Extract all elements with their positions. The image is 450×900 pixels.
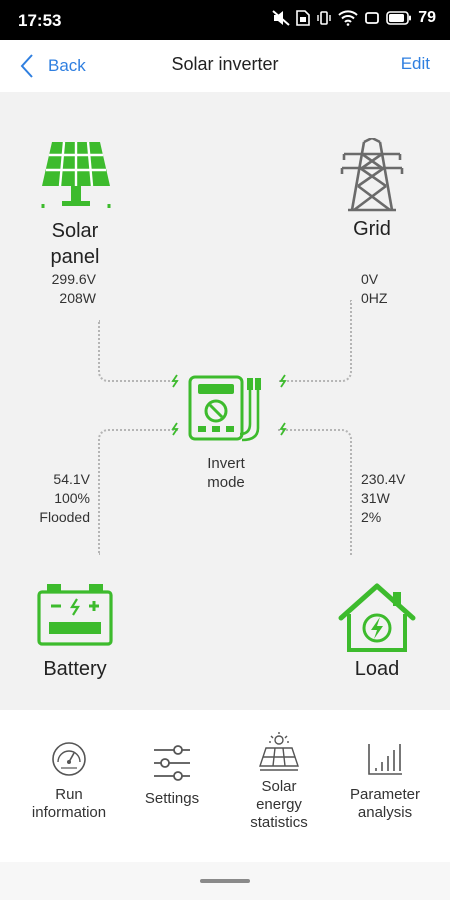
wifi-icon <box>338 10 358 26</box>
grid-frequency: 0HZ <box>361 290 388 306</box>
solar-voltage: 299.6V <box>51 271 96 287</box>
back-label: Back <box>48 56 86 75</box>
nav-param-line2: analysis <box>357 804 413 821</box>
status-icons: 79 <box>272 9 436 27</box>
sliders-icon <box>154 745 190 781</box>
nav-settings[interactable]: Settings <box>117 740 227 808</box>
battery-icon <box>386 11 412 25</box>
multimeter-icon <box>188 375 261 442</box>
grid-connector <box>278 300 352 382</box>
grid-flow-arrow-icon <box>279 374 287 388</box>
home-indicator[interactable] <box>200 879 250 883</box>
grid-voltage: 0V <box>361 271 379 287</box>
gauge-icon <box>52 742 86 776</box>
solar-panel-stats-icon <box>259 732 299 771</box>
nav-solar-stats-label: Solar energy statistics <box>224 778 334 832</box>
load-node[interactable]: Load <box>332 582 422 688</box>
load-connector <box>278 429 352 555</box>
grid-readings: 0V 0HZ <box>361 270 421 308</box>
chevron-left-icon <box>20 54 33 78</box>
nav-solar-line3: statistics <box>250 814 308 831</box>
solar-panel-node[interactable]: Solar panel <box>36 138 114 318</box>
battery-level: 79 <box>418 9 436 26</box>
back-button[interactable]: Back <box>20 48 86 84</box>
grid-label: Grid <box>353 218 391 240</box>
nav-param-line1: Parameter <box>349 786 421 803</box>
nav-parameter-analysis[interactable]: Parameter analysis <box>330 740 440 822</box>
load-voltage: 230.4V <box>361 471 406 487</box>
edit-button[interactable]: Edit <box>400 54 430 73</box>
battery-icon <box>37 584 113 646</box>
battery-flow-arrow-icon <box>171 422 179 436</box>
solar-label-line1: Solar <box>51 220 99 242</box>
load-label: Load <box>354 658 400 680</box>
mute-icon <box>272 10 290 26</box>
house-lightning-icon <box>338 583 416 652</box>
battery-connector <box>98 429 178 555</box>
load-flow-arrow-icon <box>279 422 287 436</box>
nav-run-information-label: Run information <box>14 786 124 822</box>
nav-solar-line1: Solar <box>261 778 297 795</box>
inverter-mode-line1: Invert <box>207 455 245 472</box>
inverter-mode-label: Invert mode <box>186 454 266 492</box>
battery-node[interactable]: Battery <box>30 584 120 688</box>
grid-node[interactable]: Grid <box>334 138 410 248</box>
battery-percent: 100% <box>54 490 90 506</box>
nav-solar-line2: energy <box>256 796 302 813</box>
nav-run-line2: information <box>31 804 107 821</box>
nav-run-information[interactable]: Run information <box>14 740 124 822</box>
load-readings: 230.4V 31W 2% <box>361 470 441 527</box>
solar-panel-label: Solar panel <box>26 218 124 270</box>
load-power: 31W <box>361 490 390 506</box>
battery-readings: 54.1V 100% Flooded <box>20 470 90 527</box>
solar-panel-icon <box>41 141 111 208</box>
nav-run-line1: Run <box>55 786 83 803</box>
solar-readings: 299.6V 208W <box>36 270 96 308</box>
solar-label-line2: panel <box>50 246 100 268</box>
vibrate-icon <box>317 11 331 25</box>
bottom-nav: Run information Settings <box>0 710 450 862</box>
sim-icon <box>296 10 311 26</box>
screen-icon <box>365 12 380 24</box>
inverter-mode-line2: mode <box>207 474 245 491</box>
nav-parameter-label: Parameter analysis <box>330 786 440 822</box>
battery-label: Battery <box>43 658 107 680</box>
solar-power: 208W <box>59 290 96 306</box>
app-header: Back Solar inverter Edit <box>0 40 450 92</box>
gesture-bar-area <box>0 862 450 900</box>
battery-voltage: 54.1V <box>53 471 90 487</box>
nav-settings-label: Settings <box>144 790 200 807</box>
nav-solar-energy-statistics[interactable]: Solar energy statistics <box>224 732 334 832</box>
page-title: Solar inverter <box>171 54 279 74</box>
load-percent: 2% <box>361 509 382 525</box>
status-time: 17:53 <box>18 11 62 30</box>
solar-flow-arrow-icon <box>171 374 179 388</box>
grid-tower-icon <box>340 138 404 212</box>
status-bar: 17:53 79 <box>0 0 450 40</box>
battery-type: Flooded <box>39 509 90 525</box>
inverter-node[interactable]: Invert mode <box>186 374 266 504</box>
bar-chart-icon <box>368 744 402 775</box>
energy-flow-panel: Solar panel 299.6V 208W <box>0 92 450 710</box>
solar-connector <box>98 320 178 382</box>
